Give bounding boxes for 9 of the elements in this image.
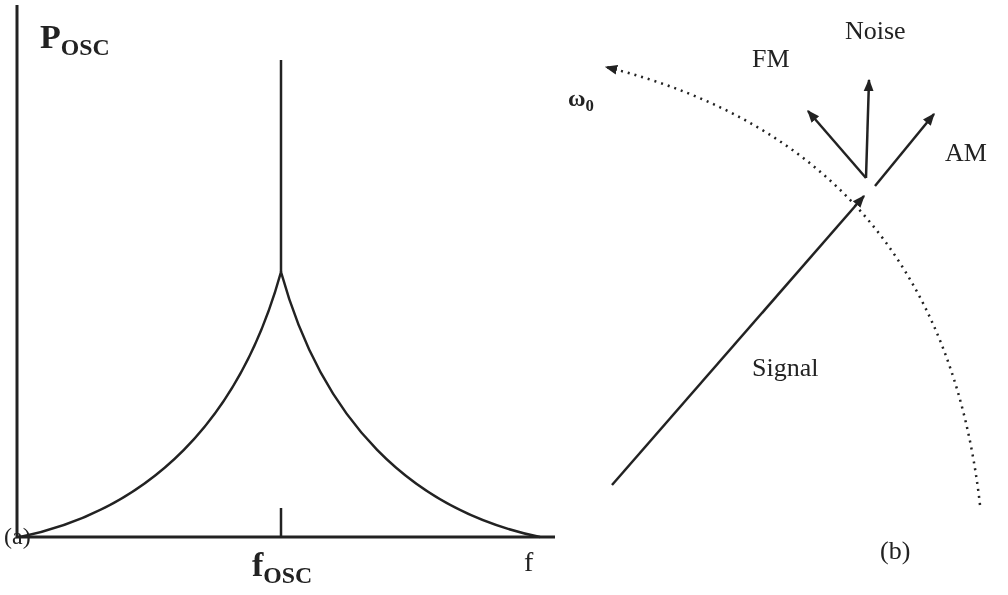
axis-label: P$_{OSC}$ — [40, 20, 110, 60]
vector-label: Signal — [752, 355, 819, 381]
axis-label: f — [524, 548, 534, 576]
vector-label: FM — [752, 46, 790, 72]
vector-label: ω$_{0}$ — [568, 86, 594, 115]
vector-label: Noise — [845, 18, 906, 44]
axis-label: f$_{OSC}$ — [252, 548, 313, 588]
vector-label: AM — [945, 140, 987, 166]
panel-label: (b) — [880, 538, 911, 564]
